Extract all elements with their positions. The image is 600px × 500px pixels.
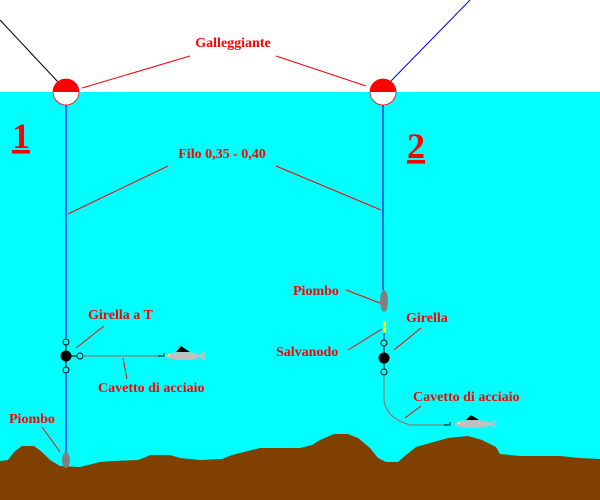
rig-2-knot-saver-label: Salvanodo xyxy=(276,345,338,360)
float-pointer-1 xyxy=(81,55,191,89)
rig-2-sinker-pointer xyxy=(345,289,381,304)
rig-2-knot-saver-pointer xyxy=(347,328,383,351)
bait-fish-2 xyxy=(444,415,497,429)
line-label: Filo 0,35 - 0,40 xyxy=(178,147,266,162)
rig-1-number: 1 xyxy=(12,116,30,156)
float-2 xyxy=(369,78,397,106)
line-pointer-2 xyxy=(275,165,382,211)
swivel-2 xyxy=(378,339,390,376)
rig-1-cable-pointer xyxy=(122,357,128,380)
sky xyxy=(0,0,600,92)
knot-saver xyxy=(383,321,386,333)
float-1 xyxy=(52,78,80,106)
sinker-1 xyxy=(62,452,70,468)
rig-2-swivel-pointer xyxy=(393,327,422,351)
float-label: Galleggiante xyxy=(195,36,270,51)
seabed xyxy=(0,434,600,500)
rig-1-sinker-pointer xyxy=(41,426,61,453)
rod-line-1 xyxy=(0,19,59,83)
rig-2-sinker-label: Piombo xyxy=(293,284,339,299)
t-swivel-1 xyxy=(60,338,84,374)
line-pointer-1 xyxy=(67,165,169,215)
rig-2-cable-pointer xyxy=(404,405,422,419)
rig-1-swivel-label: Girella a T xyxy=(88,308,153,323)
rod-line-2 xyxy=(389,0,471,83)
sinker-2 xyxy=(380,290,388,312)
rig-2-swivel-label: Girella xyxy=(406,311,448,326)
water xyxy=(0,92,600,500)
rig-1-swivel-pointer xyxy=(75,325,105,349)
bait-fish-1 xyxy=(158,346,206,361)
rig-1-sinker-label: Piombo xyxy=(9,412,55,427)
rig-2-cable-label: Cavetto di acciaio xyxy=(413,390,520,405)
float-pointer-2 xyxy=(275,55,367,87)
steel-cable-2 xyxy=(383,375,445,426)
rig-2-number: 2 xyxy=(407,126,425,166)
rig-1-cable-label: Cavetto di acciaio xyxy=(98,381,205,396)
